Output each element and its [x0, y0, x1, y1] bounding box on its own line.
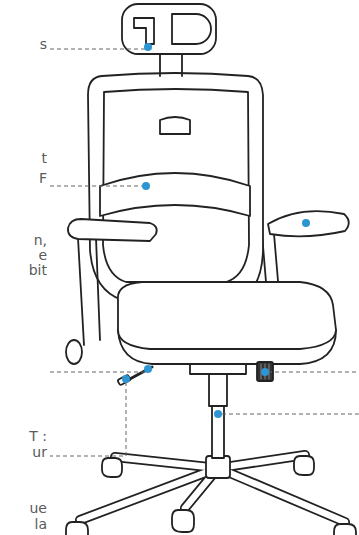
marker-dot: [302, 219, 310, 227]
caster: [66, 522, 88, 535]
headrest: [122, 4, 216, 54]
base-hub: [206, 456, 230, 478]
leader-line: [50, 372, 145, 373]
caster: [172, 510, 194, 532]
lever-grip: [117, 375, 130, 386]
marker-dot: [122, 375, 130, 383]
headrest-clip: [134, 18, 154, 44]
part-label: la: [0, 516, 47, 532]
chair-outline: [66, 4, 356, 535]
seat-mechanism: [190, 364, 246, 374]
armrest-pad: [68, 219, 157, 241]
headrest-opening: [172, 14, 211, 44]
gas-cylinder: [212, 404, 224, 458]
part-label: ue: [0, 500, 47, 516]
caster: [102, 458, 122, 477]
marker-dots: [122, 43, 310, 418]
base-leg-inner: [80, 455, 345, 522]
marker-dot: [142, 182, 150, 190]
caster: [294, 456, 314, 475]
part-label: s: [0, 36, 47, 52]
lumbar-support: [100, 173, 250, 216]
marker-dot: [214, 410, 222, 418]
part-label: n,: [0, 232, 47, 248]
knob-grip: [261, 364, 269, 379]
marker-dot: [144, 43, 152, 51]
leader-line: [50, 49, 145, 50]
marker-dot: [261, 368, 269, 376]
gas-cylinder-top: [209, 372, 227, 406]
armrest-support: [78, 238, 100, 345]
part-label: t: [0, 150, 47, 166]
base-legs: [80, 455, 345, 522]
base-leg: [80, 455, 345, 522]
part-label: ur: [0, 444, 47, 460]
casters: [66, 456, 356, 535]
armrest-pad: [268, 211, 349, 236]
part-label: F: [0, 170, 47, 186]
leader-line: [268, 372, 359, 373]
part-label: e: [0, 247, 47, 263]
backrest-tab: [160, 117, 190, 134]
leader-lines: [50, 49, 359, 456]
seat-cushion: [118, 282, 336, 349]
marker-dot: [144, 365, 152, 373]
part-label: bit: [0, 262, 47, 278]
headrest-post: [160, 54, 182, 76]
leader-line: [50, 186, 142, 187]
leader-line: [50, 382, 126, 456]
part-label: T :: [0, 428, 47, 444]
leader-line: [222, 414, 359, 415]
armrest-pivot: [66, 340, 82, 364]
caster: [334, 524, 356, 535]
